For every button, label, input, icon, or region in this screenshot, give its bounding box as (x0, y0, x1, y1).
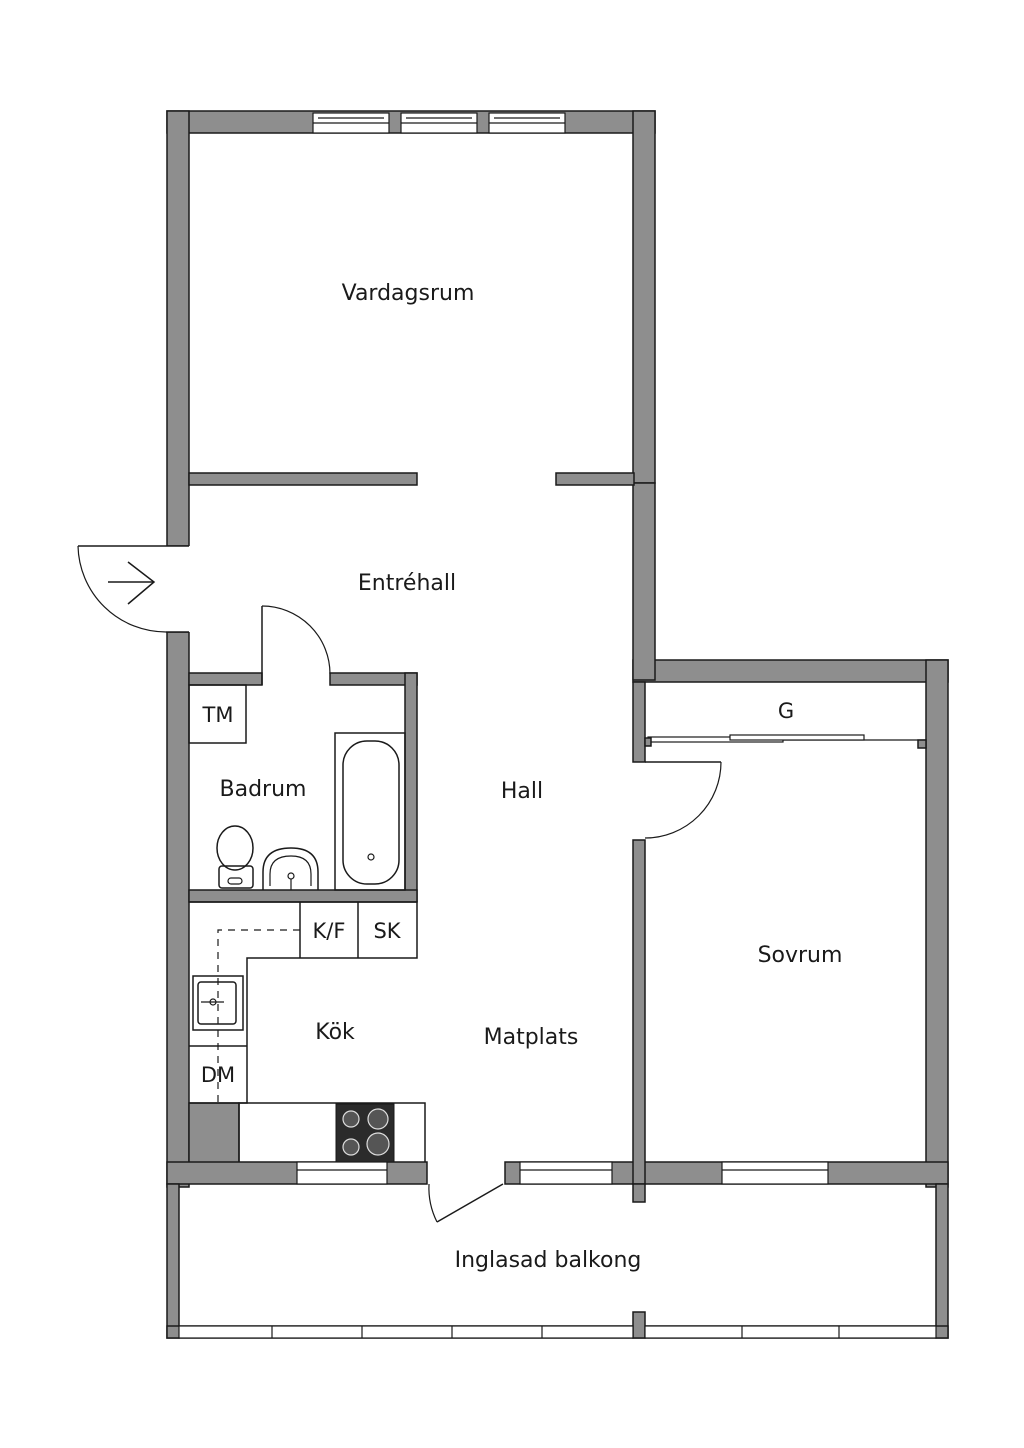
stove-icon (335, 1103, 395, 1163)
label-dm: DM (201, 1063, 235, 1087)
window-icon (296, 1161, 388, 1185)
label-balkong: Inglasad balkong (455, 1248, 642, 1273)
room-labels: Vardagsrum Entréhall Hall Badrum Kök Mat… (201, 281, 843, 1273)
windows (178, 112, 937, 1339)
toilet-icon (216, 825, 254, 889)
door-swing-icon (428, 1183, 504, 1223)
window-icon (488, 112, 566, 134)
label-sk: SK (373, 919, 401, 943)
kitchen-fixtures (189, 901, 426, 1163)
label-entrehall: Entréhall (358, 571, 456, 596)
door-swing-icon (77, 545, 190, 633)
window-icon (400, 112, 478, 134)
label-badrum: Badrum (220, 777, 307, 802)
label-kf: K/F (313, 919, 346, 943)
balcony-glazing (178, 1325, 937, 1339)
label-matplats: Matplats (484, 1025, 579, 1050)
doors (77, 545, 722, 1223)
bathtub-icon (334, 732, 406, 891)
window-icon (519, 1161, 613, 1185)
label-sovrum: Sovrum (758, 943, 843, 968)
bathroom-fixtures (188, 684, 406, 891)
door-swing-icon (261, 605, 331, 685)
label-vardagsrum: Vardagsrum (342, 281, 475, 306)
wardrobe (644, 734, 927, 749)
window-icon (721, 1161, 829, 1185)
label-hall: Hall (501, 779, 543, 804)
door-swing-icon (644, 761, 722, 839)
washbasin-icon (262, 847, 319, 890)
entrance-arrow-icon (108, 561, 156, 605)
exterior-walls (166, 110, 949, 1339)
label-tm: TM (202, 703, 234, 727)
interior-walls (188, 472, 635, 903)
label-kok: Kök (315, 1020, 355, 1045)
kitchen-sink-icon (192, 975, 244, 1031)
window-icon (312, 112, 390, 134)
label-g: G (778, 699, 794, 723)
